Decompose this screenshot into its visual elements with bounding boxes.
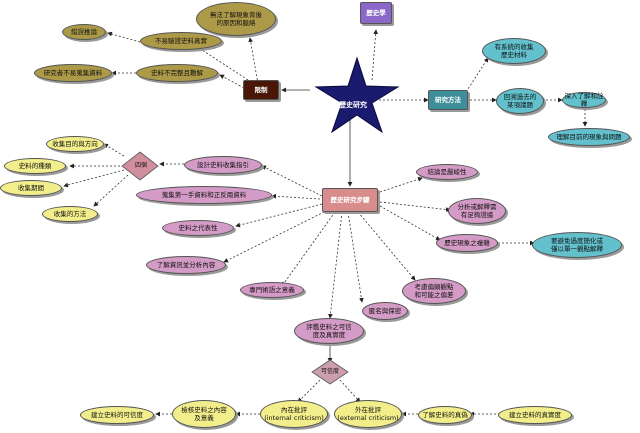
method-item-retrospect[interactable]: 回溯過去的 某項議題 — [496, 88, 544, 114]
methods-hub[interactable]: 研究方法 — [428, 90, 468, 110]
cred-check-content[interactable]: 檢核史料之內容 及意義 — [172, 400, 236, 428]
step-conclusion[interactable]: 結論是嚴峻性 — [416, 164, 478, 180]
cred-establish-credibility[interactable]: 建立史料的可信度 — [80, 406, 154, 424]
collect-item-type[interactable]: 史料的種類 — [4, 158, 66, 174]
collect-item-period[interactable]: 收集期間 — [0, 180, 62, 196]
step-anonymity[interactable]: 匿名與保密 — [362, 302, 408, 320]
cases-diamond-shape — [121, 151, 159, 181]
collect-item-method[interactable]: 收集的方法 — [42, 206, 98, 222]
step-avoid-simplify[interactable]: 要避免過度簡化或 僅以單一觀點解釋 — [532, 232, 622, 258]
center-label: 歷史研究 — [339, 101, 367, 109]
step-bias[interactable]: 考慮偏頗觀點 和可能之偏差 — [402, 278, 466, 304]
cred-internal-criticism[interactable]: 內在批評 (internal criticism) — [260, 400, 328, 428]
step-complexity[interactable]: 歷史現象之複雜 — [436, 234, 498, 252]
cred-external-criticism[interactable]: 外在批評 (external criticism) — [334, 400, 402, 428]
step-analyze-content[interactable]: 了解資訊並分析內容 — [146, 256, 226, 274]
step-design-guide[interactable]: 設計史料收集指引 — [184, 156, 262, 174]
limit-item-incomplete[interactable]: 史料不完整且難解 — [136, 64, 218, 82]
credibility-hub[interactable]: 可信度 — [320, 368, 339, 375]
step-terminology[interactable]: 專門術語之意義 — [240, 282, 304, 298]
center-star-shape — [314, 56, 400, 134]
collect-item-purpose[interactable]: 收集目的與方向 — [46, 136, 104, 152]
method-item-understand[interactable]: 理解目前的現象與問題 — [548, 128, 630, 146]
step-evaluate[interactable]: 評鑑史料之可信 度及真實度 — [294, 318, 364, 344]
history-of-node[interactable]: 歷史學 — [360, 2, 392, 24]
method-item-interpret[interactable]: 深入了解和詮釋 — [562, 92, 606, 108]
cred-authenticity[interactable]: 了解史料的真偽 — [418, 406, 472, 424]
step-evidence[interactable]: 分析或解釋需 有足夠證據 — [448, 198, 506, 224]
cases-hub[interactable]: 四個 — [134, 162, 147, 169]
limits-hub[interactable]: 限制 — [243, 80, 279, 100]
step-primary-sources[interactable]: 蒐集第一手資料和正反兩資料 — [136, 186, 272, 204]
limit-item-verify[interactable]: 不易驗證史料真實 — [140, 32, 222, 50]
limit-item-collect[interactable]: 研究者不易蒐集資料 — [34, 64, 112, 82]
step-representativeness[interactable]: 史料之代表性 — [162, 220, 234, 236]
limit-item-inference[interactable]: 錯誤推論 — [62, 24, 106, 40]
cred-establish-authenticity[interactable]: 建立史料的真實度 — [498, 406, 572, 424]
limit-item-context[interactable]: 無法了解現象背後 的原因和脈絡 — [196, 2, 276, 36]
method-item-collect[interactable]: 有系統的收集 歷史材料 — [482, 38, 546, 64]
credibility-diamond-shape — [311, 359, 349, 385]
process-hub[interactable]: 歷史研究步驟 — [322, 188, 378, 212]
